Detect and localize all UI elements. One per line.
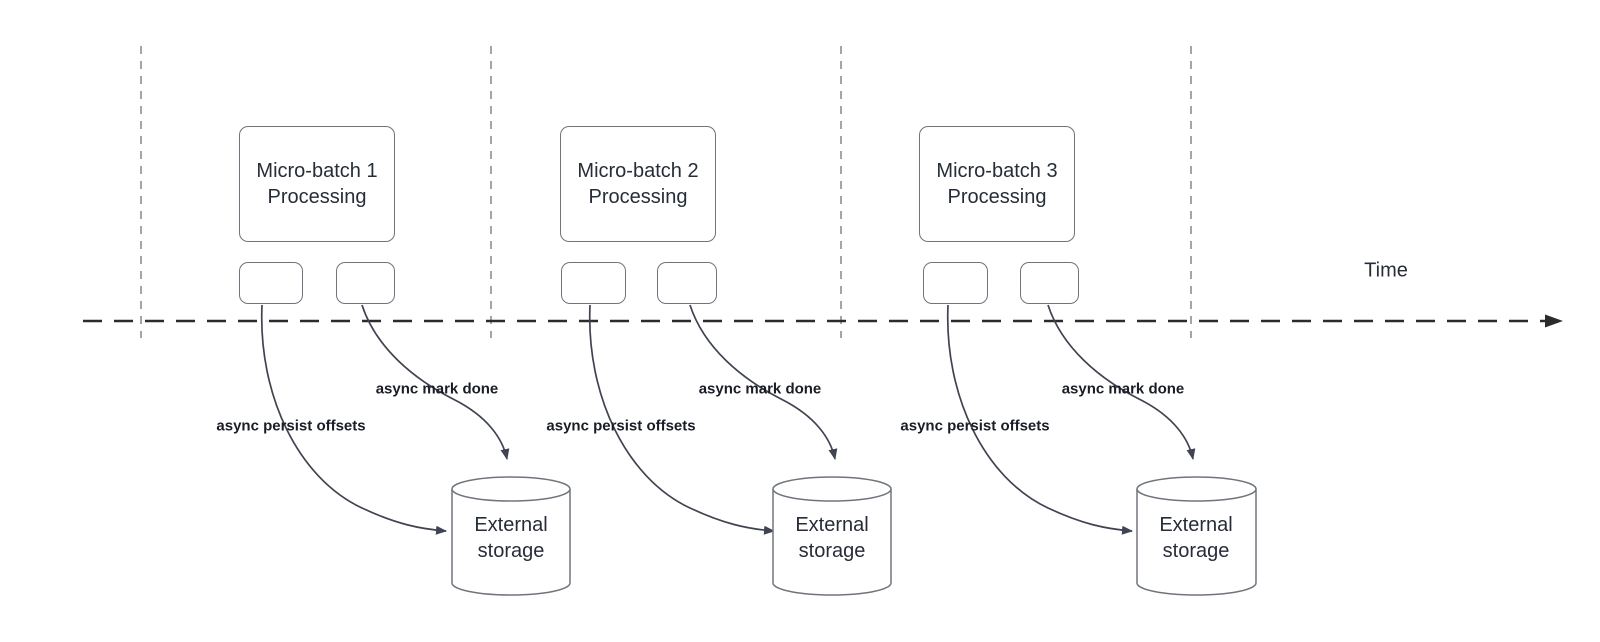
persist-offsets-task-box-2 [561, 262, 626, 304]
micro-batch-box-2: Micro-batch 2 Processing [560, 126, 716, 242]
mark-done-label-1: async mark done [375, 380, 499, 398]
persist-offsets-task-box-1 [239, 262, 303, 304]
micro-batch-box-label-line2: Processing [267, 186, 367, 208]
external-storage-cylinder-1 [451, 476, 571, 596]
micro-batch-box-label-line1: Micro-batch 1 [256, 160, 378, 182]
micro-batch-box-1: Micro-batch 1 Processing [239, 126, 395, 242]
persist-offsets-arrow-3 [946, 304, 1133, 535]
external-storage-label-3: External storage [1159, 514, 1233, 562]
external-storage-label-1: External storage [474, 514, 548, 562]
mark-done-arrow-2 [689, 304, 838, 460]
micro-batch-box-label-line2: Processing [588, 186, 688, 208]
external-storage-cylinder-3 [1136, 476, 1257, 596]
persist-offsets-task-box-3 [923, 262, 988, 304]
mark-done-label-2: async mark done [698, 380, 822, 398]
time-axis-label: Time [1364, 259, 1408, 282]
external-storage-cylinder-2 [772, 476, 892, 596]
micro-batch-box-label-line2: Processing [947, 186, 1047, 208]
micro-batch-box-label-line1: Micro-batch 3 [936, 160, 1058, 182]
mark-done-arrow-3 [1047, 304, 1196, 460]
mark-done-label-3: async mark done [1061, 380, 1185, 398]
mark-done-task-box-3 [1020, 262, 1079, 304]
mark-done-task-box-1 [336, 262, 395, 304]
mark-done-arrow-1 [361, 304, 510, 460]
micro-batch-box-label-line1: Micro-batch 2 [577, 160, 699, 182]
micro-batch-box-3: Micro-batch 3 Processing [919, 126, 1075, 242]
persist-offsets-arrow-1 [260, 304, 447, 535]
persist-offsets-label-2: async persist offsets [546, 417, 696, 435]
persist-offsets-arrow-2 [588, 304, 775, 535]
external-storage-label-2: External storage [795, 514, 869, 562]
mark-done-task-box-2 [657, 262, 717, 304]
persist-offsets-label-3: async persist offsets [900, 417, 1050, 435]
persist-offsets-label-1: async persist offsets [216, 417, 366, 435]
